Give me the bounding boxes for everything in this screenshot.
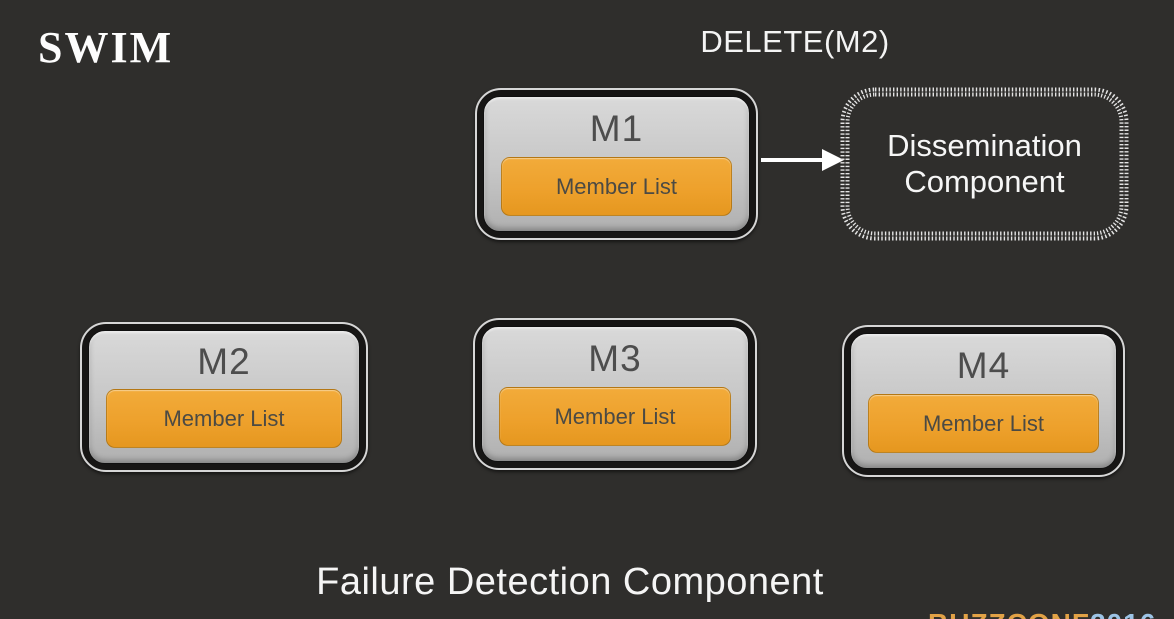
member-list-box-m3: Member List xyxy=(499,387,731,446)
caption-failure-detection: Failure Detection Component xyxy=(316,561,824,603)
member-node-m4-label: M4 xyxy=(956,345,1011,386)
member-list-label: Member List xyxy=(554,403,676,429)
member-list-label: Member List xyxy=(555,173,678,199)
dissemination-label: Dissemination Component xyxy=(887,127,1082,199)
member-node-m4-panel: M4 Member List xyxy=(850,333,1117,469)
member-list-label: Member List xyxy=(922,410,1045,436)
watermark: BUZZCONF2016 xyxy=(928,608,1156,619)
member-node-m3-label: M3 xyxy=(588,338,642,379)
member-node-m1-label: M1 xyxy=(589,108,644,149)
member-list-box-m4: Member List xyxy=(868,394,1099,453)
delete-annotation: DELETE(M2) xyxy=(700,24,890,59)
watermark-right: 2016 xyxy=(1090,608,1156,619)
member-node-m1-panel: M1 Member List xyxy=(483,96,750,232)
member-node-m1: M1 Member List xyxy=(475,88,758,240)
member-node-m2: M2 Member List xyxy=(80,322,368,472)
member-node-m3: M3 Member List xyxy=(473,318,757,470)
watermark-left: BUZZCONF xyxy=(928,608,1090,619)
slide-title: SWIM xyxy=(38,23,174,72)
member-node-m4: M4 Member List xyxy=(842,325,1125,477)
member-node-m2-panel: M2 Member List xyxy=(88,330,360,464)
member-list-label: Member List xyxy=(163,405,285,431)
dissemination-box: Dissemination Component xyxy=(838,85,1131,243)
member-list-box-m2: Member List xyxy=(106,389,342,448)
hatched-border xyxy=(840,87,1129,241)
arrow-icon xyxy=(761,149,844,171)
member-list-box-m1: Member List xyxy=(501,157,732,216)
member-node-m2-label: M2 xyxy=(197,341,251,382)
member-node-m3-panel: M3 Member List xyxy=(481,326,749,462)
